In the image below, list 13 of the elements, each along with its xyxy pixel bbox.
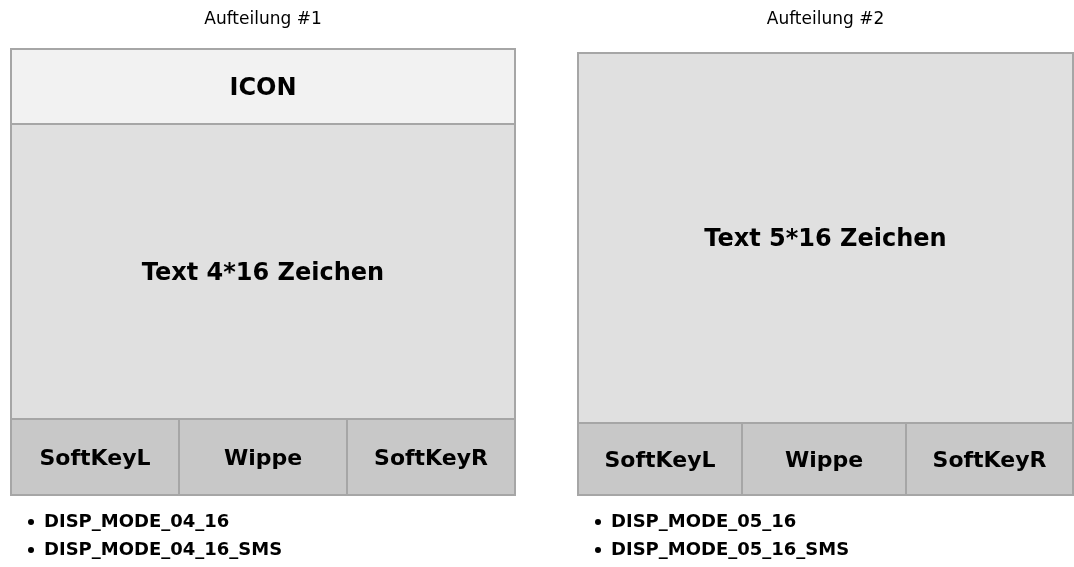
layout-heading: Aufteilung #2 — [765, 8, 886, 28]
display-region: SoftKeyL — [10, 418, 180, 496]
list-item-text: DISP_MODE_04_16 — [44, 510, 230, 531]
display-region: ICON — [10, 48, 516, 125]
display-region: SoftKeyL — [577, 422, 743, 496]
display-region: SoftKeyR — [905, 422, 1074, 496]
layout-heading: Aufteilung #1 — [203, 8, 323, 28]
display-region: Wippe — [178, 418, 348, 496]
list-item-text: DISP_MODE_05_16_SMS — [611, 538, 850, 559]
list-item-text: DISP_MODE_04_16_SMS — [44, 538, 283, 559]
list-item-text: DISP_MODE_05_16 — [611, 510, 797, 531]
display-region: Wippe — [741, 422, 907, 496]
display-region: SoftKeyR — [346, 418, 516, 496]
